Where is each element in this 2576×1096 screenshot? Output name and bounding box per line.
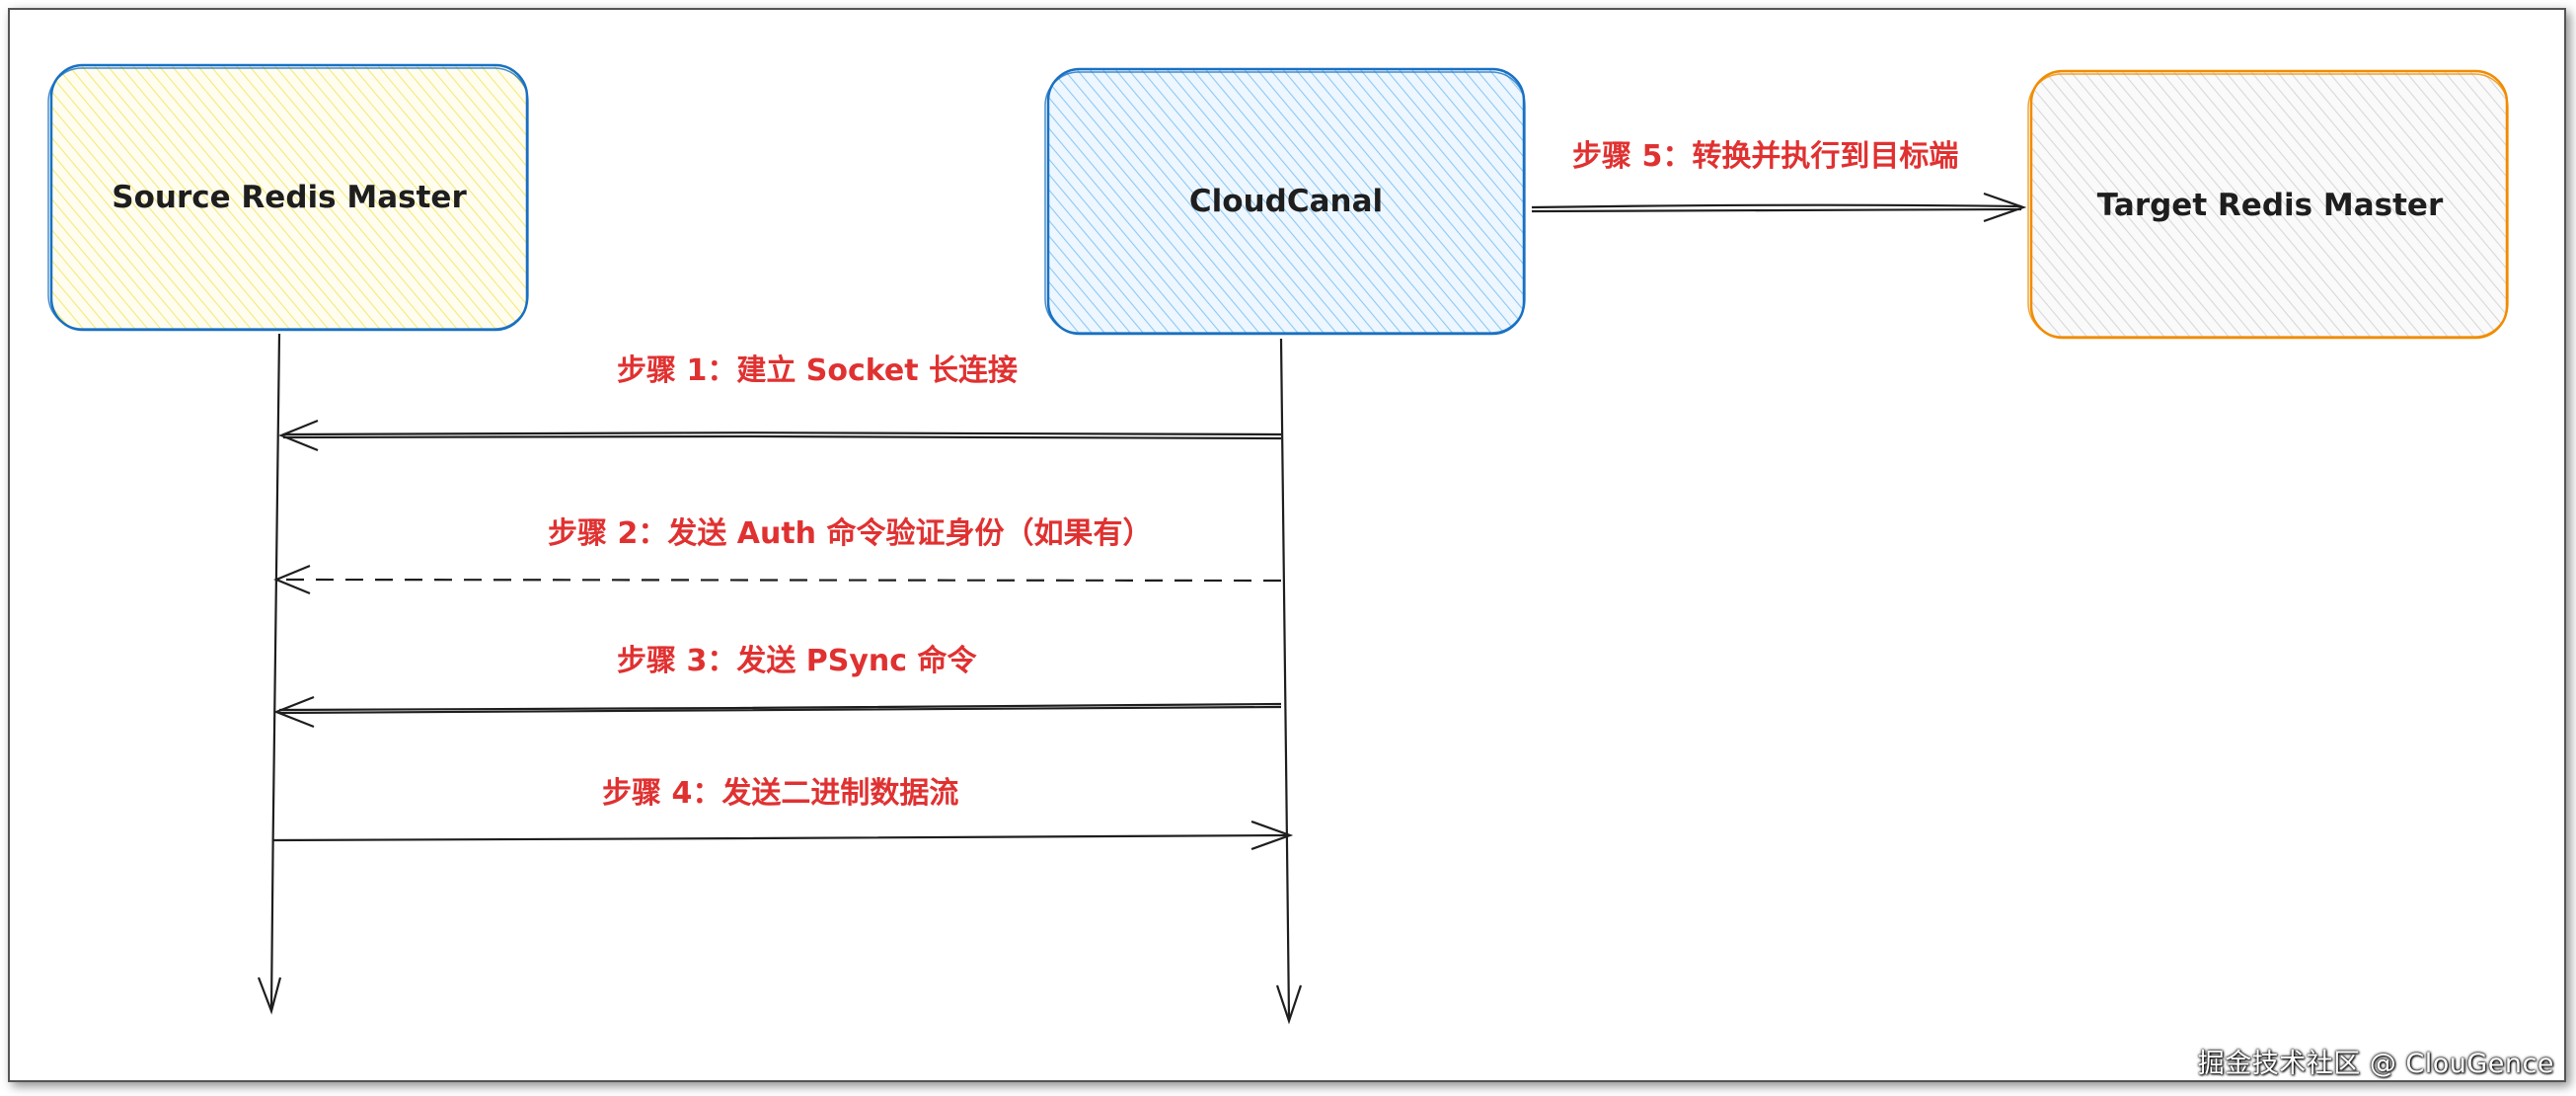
node-label-source: Source Redis Master xyxy=(112,180,467,215)
node-label-target: Target Redis Master xyxy=(2097,188,2444,223)
edge-label-step3: 步骤 3：发送 PSync 命令 xyxy=(617,644,977,678)
edge-step2 xyxy=(273,564,1282,595)
edge-step4 xyxy=(271,820,1294,851)
node-cloudcanal: CloudCanal xyxy=(1044,67,1526,336)
edge-step3 xyxy=(273,695,1282,729)
edge-step1 xyxy=(278,419,1282,452)
lifeline-cloudcanal xyxy=(1275,338,1303,1025)
edge-label-step1: 步骤 1：建立 Socket 长连接 xyxy=(617,353,1018,388)
node-target-redis-master: Target Redis Master xyxy=(2027,69,2509,340)
edge-label-step4: 步骤 4：发送二进制数据流 xyxy=(602,776,958,811)
lifeline-source xyxy=(257,333,282,1015)
edge-label-step5: 步骤 5：转换并执行到目标端 xyxy=(1572,139,1958,174)
edge-label-step2: 步骤 2：发送 Auth 命令验证身份（如果有） xyxy=(548,516,1152,551)
node-source-redis-master: Source Redis Master xyxy=(47,63,529,332)
node-label-cloudcanal: CloudCanal xyxy=(1189,184,1383,219)
edge-step5 xyxy=(1531,192,2027,223)
watermark: 掘金技术社区 @ ClouGence xyxy=(2197,1049,2554,1079)
